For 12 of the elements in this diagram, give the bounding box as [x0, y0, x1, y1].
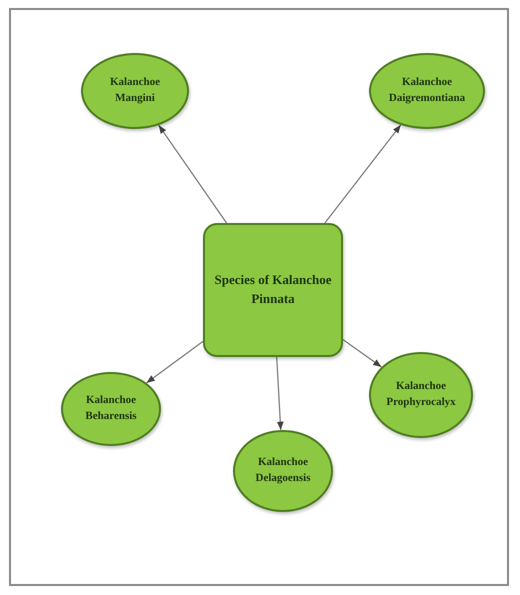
arrow: [342, 339, 382, 368]
topic-box: [203, 223, 343, 357]
node-label: Kalanchoe Beharensis: [84, 393, 138, 424]
node-label: Kalanchoe Mangini: [108, 75, 162, 106]
arrow: [276, 356, 284, 430]
node-label: Kalanchoe Delagoensis: [254, 455, 312, 486]
node-label: Species of Kalanchoe Pinnata: [214, 271, 332, 308]
node-label: Kalanchoe Prophyrocalyx: [385, 379, 457, 410]
arrow: [146, 340, 204, 384]
arrow: [324, 124, 402, 224]
arrow: [158, 124, 228, 224]
node-label: Kalanchoe Daigremontiana: [388, 75, 466, 106]
